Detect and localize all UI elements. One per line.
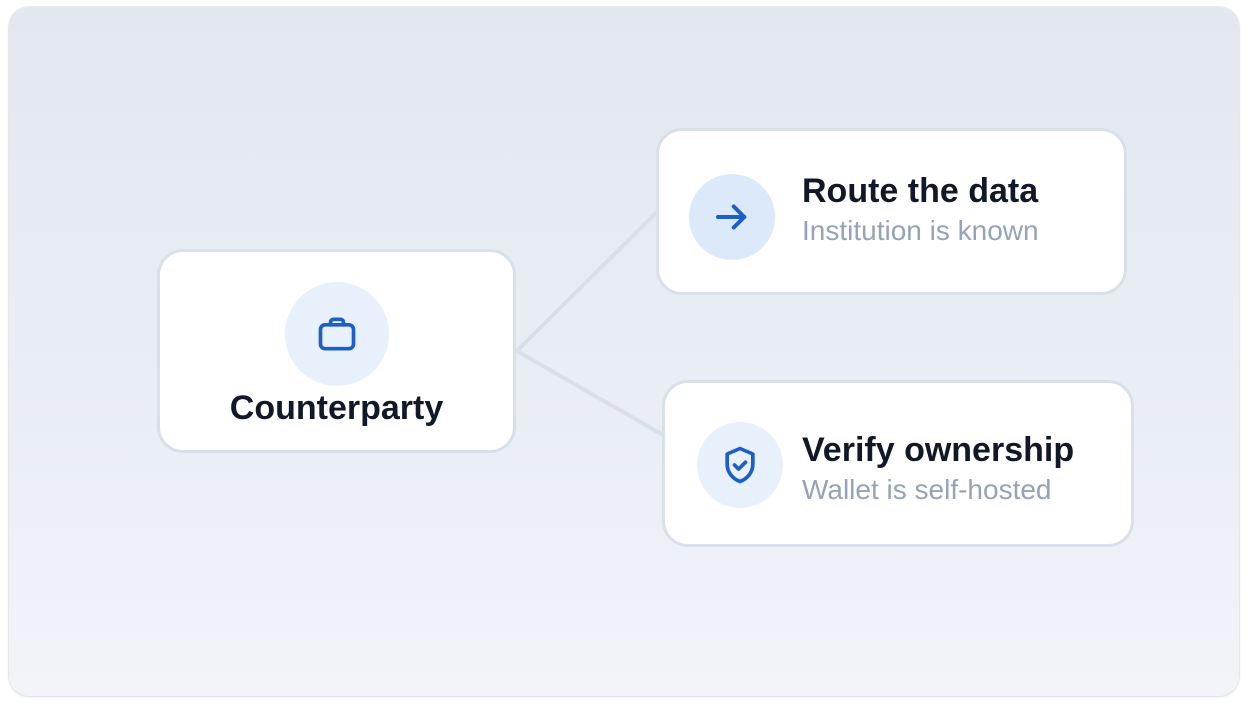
briefcase-icon-badge: [285, 282, 389, 386]
route-data-title: Route the data: [802, 172, 1039, 210]
route-data-subtitle: Institution is known: [802, 215, 1039, 246]
verify-ownership-title: Verify ownership: [802, 431, 1075, 469]
route-data-card: Route the data Institution is known: [656, 128, 1127, 295]
verify-ownership-card: Verify ownership Wallet is self-hosted: [662, 380, 1134, 547]
connector-to-verify: [515, 349, 665, 437]
briefcase-icon: [318, 317, 356, 351]
connector-to-route: [515, 210, 659, 353]
counterparty-label: Counterparty: [229, 389, 444, 427]
shield-check-icon: [725, 446, 755, 484]
shield-check-icon-badge: [697, 422, 783, 508]
arrow-right-icon: [715, 204, 747, 230]
counterparty-card: Counterparty: [157, 249, 516, 453]
verify-ownership-subtitle: Wallet is self-hosted: [802, 474, 1052, 505]
arrow-right-icon-badge: [689, 174, 775, 260]
